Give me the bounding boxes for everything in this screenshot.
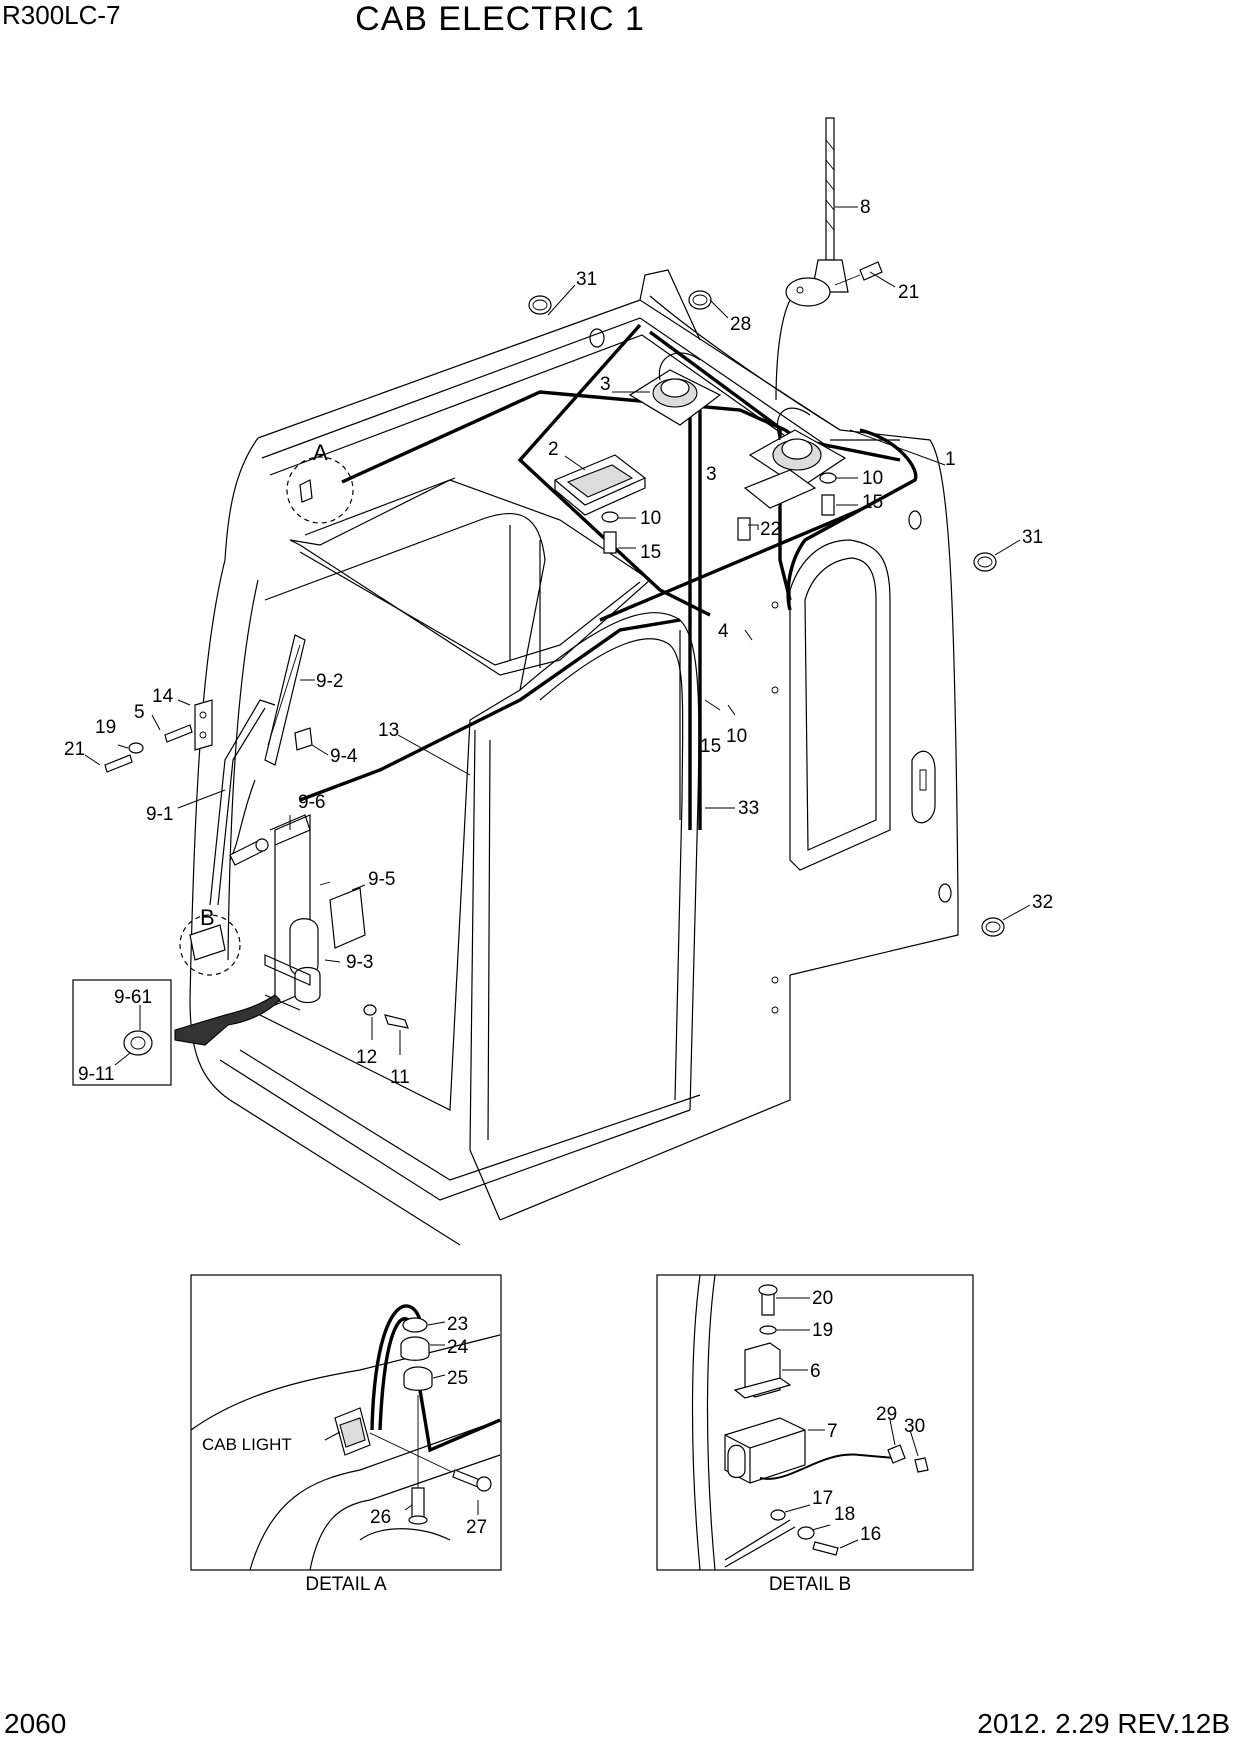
model-code: R300LC-7 xyxy=(2,0,121,30)
part-label-4: 4 xyxy=(718,621,729,642)
part-label-31-right: 31 xyxy=(1022,527,1043,548)
part-labels: 8 21 31 28 3 2 10 15 3 22 10 15 1 31 4 1… xyxy=(64,197,1053,1088)
part-label-2: 2 xyxy=(548,439,559,460)
page-number: 2060 xyxy=(4,1708,67,1739)
detail-a-label-25: 25 xyxy=(447,1368,468,1389)
detail-b-label-6: 6 xyxy=(810,1361,821,1382)
detail-b-label-16: 16 xyxy=(860,1524,881,1545)
detail-a-label-27: 27 xyxy=(466,1517,487,1538)
part-label-9-6: 9-6 xyxy=(298,792,325,813)
revision-date: 2012. 2.29 REV.12B xyxy=(977,1708,1230,1739)
part-label-28: 28 xyxy=(730,314,751,335)
part-label-9-3: 9-3 xyxy=(346,952,373,973)
page-title: CAB ELECTRIC 1 xyxy=(355,0,645,38)
part-label-21-top: 21 xyxy=(898,282,919,303)
detail-b-label-17: 17 xyxy=(812,1488,833,1509)
detail-a-label-23: 23 xyxy=(447,1314,468,1335)
part-label-10-c: 10 xyxy=(726,726,747,747)
wiper-assembly xyxy=(72,634,409,1086)
part-label-15-c: 15 xyxy=(700,736,721,757)
detail-b-label-20: 20 xyxy=(812,1288,833,1309)
part-label-9-11: 9-11 xyxy=(78,1064,115,1085)
part-label-8: 8 xyxy=(860,197,871,218)
detail-b-label-30: 30 xyxy=(904,1416,925,1437)
part-label-32: 32 xyxy=(1032,892,1053,913)
part-label-1: 1 xyxy=(945,449,956,470)
detail-b-label-18: 18 xyxy=(834,1504,855,1525)
speaker-left xyxy=(628,352,722,426)
detail-b-label-19: 19 xyxy=(812,1320,833,1341)
part-label-9-5: 9-5 xyxy=(368,869,395,890)
grommet-31-top xyxy=(528,295,552,315)
part-label-15-b: 15 xyxy=(862,492,883,513)
part-label-13: 13 xyxy=(378,720,399,741)
grommet-28 xyxy=(688,290,712,310)
cab-body xyxy=(189,269,959,1246)
cab-light xyxy=(553,454,647,516)
detail-marker-a: A xyxy=(313,440,328,465)
part-label-21-left: 21 xyxy=(64,739,85,760)
part-label-9-2: 9-2 xyxy=(316,671,343,692)
grommet-32 xyxy=(981,917,1005,937)
part-label-33: 33 xyxy=(738,798,759,819)
detail-marker-b: B xyxy=(200,905,215,930)
detail-b-label-7: 7 xyxy=(827,1421,838,1442)
detail-b-caption: DETAIL B xyxy=(769,1574,851,1595)
grommet-31-right xyxy=(973,552,997,572)
part-label-3-b: 3 xyxy=(706,464,717,485)
part-label-9-61: 9-61 xyxy=(114,987,152,1008)
part-label-10-b: 10 xyxy=(862,468,883,489)
detail-a-cab-light-label: CAB LIGHT xyxy=(202,1435,292,1454)
part-label-19: 19 xyxy=(95,717,116,738)
part-label-10-a: 10 xyxy=(640,508,661,529)
part-label-14: 14 xyxy=(152,686,174,707)
part-label-31-top: 31 xyxy=(576,269,597,290)
antenna-assembly xyxy=(775,117,883,401)
detail-a-marker-circle xyxy=(286,456,354,524)
part-label-3-a: 3 xyxy=(600,374,611,395)
leader-lines xyxy=(84,206,1031,1066)
part-label-11: 11 xyxy=(390,1067,410,1088)
detail-b-label-29: 29 xyxy=(876,1404,897,1425)
detail-b-panel: 20 19 6 7 29 30 17 18 16 DETAIL B xyxy=(656,1274,974,1595)
detail-a-label-26: 26 xyxy=(370,1507,391,1528)
detail-a-caption: DETAIL A xyxy=(305,1574,387,1595)
speaker-right xyxy=(743,407,847,509)
part-label-15-a: 15 xyxy=(640,542,661,563)
part-label-22: 22 xyxy=(760,519,781,540)
part-label-9-4: 9-4 xyxy=(330,746,358,767)
detail-a-panel: 23 24 25 26 27 CAB LIGHT DETAIL A xyxy=(190,1274,502,1595)
part-label-5: 5 xyxy=(134,702,145,723)
detail-a-label-24: 24 xyxy=(447,1337,469,1358)
part-label-9-1: 9-1 xyxy=(146,804,173,825)
part-label-12: 12 xyxy=(356,1047,377,1068)
wire-harness xyxy=(299,323,918,830)
roof-fasteners xyxy=(601,472,837,554)
grommets xyxy=(528,290,1005,937)
